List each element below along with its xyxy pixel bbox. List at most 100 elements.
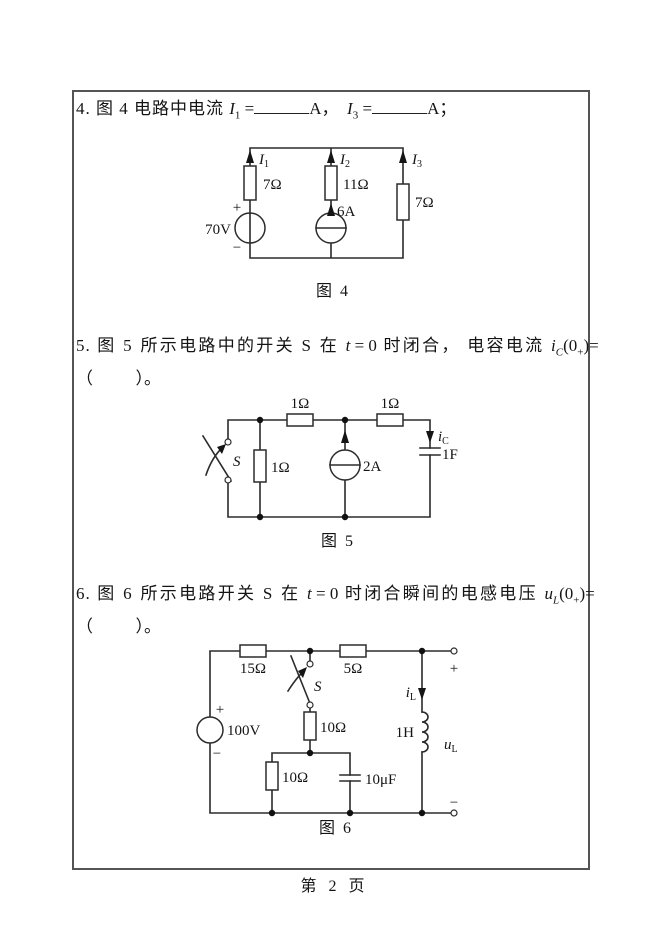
fig4-caption: 图 4 [316, 283, 350, 300]
fig6-caption: 图 6 [319, 820, 353, 837]
q5-zero-close: )= [583, 336, 599, 355]
fig6-capacitor-plates [339, 774, 361, 782]
fig6-label-10ohm-mid: 10Ω [320, 720, 346, 736]
fig5-label-r-top2: 1Ω [381, 396, 400, 412]
fig4-label-i1: I1 [258, 152, 269, 170]
fig5-label-switch: S [233, 454, 241, 470]
fig6-resistor-10ohm-low [265, 761, 279, 791]
q4-answer-blank-i3 [372, 100, 428, 114]
fig6-switch-blade [289, 654, 311, 703]
q5-zero-plus: + [577, 346, 584, 359]
fig6-label-15ohm: 15Ω [240, 661, 266, 677]
q5-var-ic-sub: C [555, 346, 564, 359]
fig4-current-arrow-i3 [399, 150, 407, 163]
fig6-label-ul: uL [444, 737, 458, 755]
fig4-current-arrow-6a [327, 203, 335, 216]
fig5-switch-arrowhead [217, 444, 226, 454]
q6-var-ul: u [544, 584, 553, 603]
content-border-box [72, 90, 590, 870]
question-6-answer-parens: （ ）。 [76, 615, 161, 639]
fig6-label-5ohm: 5Ω [344, 661, 363, 677]
fig5-current-source-arrow [341, 430, 349, 443]
fig4-label-i3: I3 [411, 152, 422, 170]
fig6-label-il: iL [406, 685, 416, 703]
fig6-output-terminal-top [450, 647, 458, 655]
fig5-capacitor-plates [419, 447, 441, 456]
fig6-current-arrow-il [418, 688, 426, 700]
fig5-junction-dots [256, 416, 349, 521]
figure-4-circuit: I1 I2 I3 7Ω 11Ω 7Ω 6A + − 70V 图 4 [205, 147, 434, 300]
fig4-resistor-7ohm-left [243, 165, 257, 201]
fig6-minus-sign: − [213, 746, 221, 762]
figure-5-circuit: 1Ω 1Ω 1Ω 2A S iC 1F 图 5 [201, 396, 458, 550]
fig5-caption: 图 5 [321, 533, 355, 550]
q6-var-ul-sub: L [552, 594, 560, 607]
fig4-label-6a: 6A [337, 204, 356, 220]
fig4-resistor-7ohm-right [396, 183, 410, 221]
fig5-resistor-1ohm-left [253, 449, 267, 483]
q6-text-1: 图 6 所示电路开关 S 在 [90, 584, 308, 603]
fig6-terminal-plus: + [450, 661, 458, 677]
fig4-label-r3: 7Ω [415, 195, 434, 211]
page-number-text: 第 2 页 [300, 878, 365, 895]
fig5-label-ic: iC [438, 429, 449, 447]
fig4-label-r1: 7Ω [263, 177, 282, 193]
fig6-switch-terminal-top [306, 660, 314, 668]
fig6-output-terminal-bottom [450, 809, 458, 817]
fig6-plus-sign: + [216, 702, 224, 718]
fig5-current-arrow-ic [426, 431, 434, 443]
q6-text-2: 时闭合瞬间的电感电压 [338, 584, 545, 603]
q5-text-1: 图 5 所示电路中的开关 S 在 [90, 336, 346, 355]
question-5-answer-parens: （ ）。 [76, 367, 161, 391]
q5-number: 5. [76, 336, 91, 355]
q6-zero-plus: + [573, 594, 580, 607]
fig5-switch-terminal-bottom [224, 476, 232, 484]
fig6-switch-terminal-bottom [306, 701, 314, 709]
fig6-resistor-10ohm-mid [303, 711, 317, 741]
fig4-wires [249, 147, 404, 259]
fig4-current-arrow-i1 [246, 150, 254, 163]
fig6-switch-arrowhead [298, 667, 307, 678]
fig4-label-r2: 11Ω [343, 177, 369, 193]
fig6-voltage-source-symbol [196, 716, 224, 744]
fig5-resistor-1ohm-top1 [286, 413, 314, 427]
question-5: 5. 图 5 所示电路中的开关 S 在 t = 0 时闭合， 电容电流 iC(0… [76, 334, 599, 364]
q6-equals-0: = 0 [311, 584, 339, 603]
q6-paren-blank: （ ）。 [76, 617, 161, 636]
q4-unit-1: A， [309, 99, 348, 118]
q6-zero-close: )= [579, 584, 595, 603]
fig5-label-1f: 1F [442, 447, 458, 463]
q5-equals-0: = 0 [350, 336, 377, 355]
q6-number: 6. [76, 584, 91, 603]
fig4-minus-sign: − [233, 240, 241, 256]
q4-equals-2: = [358, 99, 373, 118]
q5-text-2: 时闭合， 电容电流 [376, 336, 551, 355]
q4-var-i1-sub: 1 [234, 109, 241, 122]
fig6-label-switch: S [314, 679, 322, 695]
fig4-resistor-11ohm [324, 165, 338, 201]
q4-unit-2: A； [427, 99, 457, 118]
q5-zero-open: (0 [563, 336, 578, 355]
fig6-label-10uf: 10μF [365, 772, 396, 788]
fig4-plus-sign: + [233, 200, 241, 216]
fig6-label-100v: 100V [227, 723, 261, 739]
fig6-inductor-coil [421, 711, 429, 753]
fig6-label-1h: 1H [396, 725, 415, 741]
q5-var-ic: i [551, 336, 556, 355]
fig5-label-r-left: 1Ω [271, 460, 290, 476]
q4-number: 4. [76, 99, 91, 118]
q4-var-i1: I [229, 99, 235, 118]
q6-zero-open: (0 [559, 584, 574, 603]
fig6-junction-dots [268, 647, 426, 817]
fig6-resistor-15ohm [239, 644, 267, 658]
page-number-footer: 第 2 页 [0, 872, 665, 896]
fig4-label-i2: I2 [339, 152, 350, 170]
fig6-terminal-minus: − [450, 795, 458, 811]
q4-var-i3: I [347, 99, 353, 118]
question-4: 4. 图 4 电路中电流 I1 =A， I3 =A； [76, 97, 456, 127]
q4-var-i3-sub: 3 [352, 109, 359, 122]
figure-6-circuit: 15Ω 5Ω S 10Ω 10Ω 10μF 100V + − + − iL 1H… [196, 644, 458, 837]
fig4-current-arrow-i2 [327, 150, 335, 163]
fig6-resistor-5ohm [339, 644, 367, 658]
